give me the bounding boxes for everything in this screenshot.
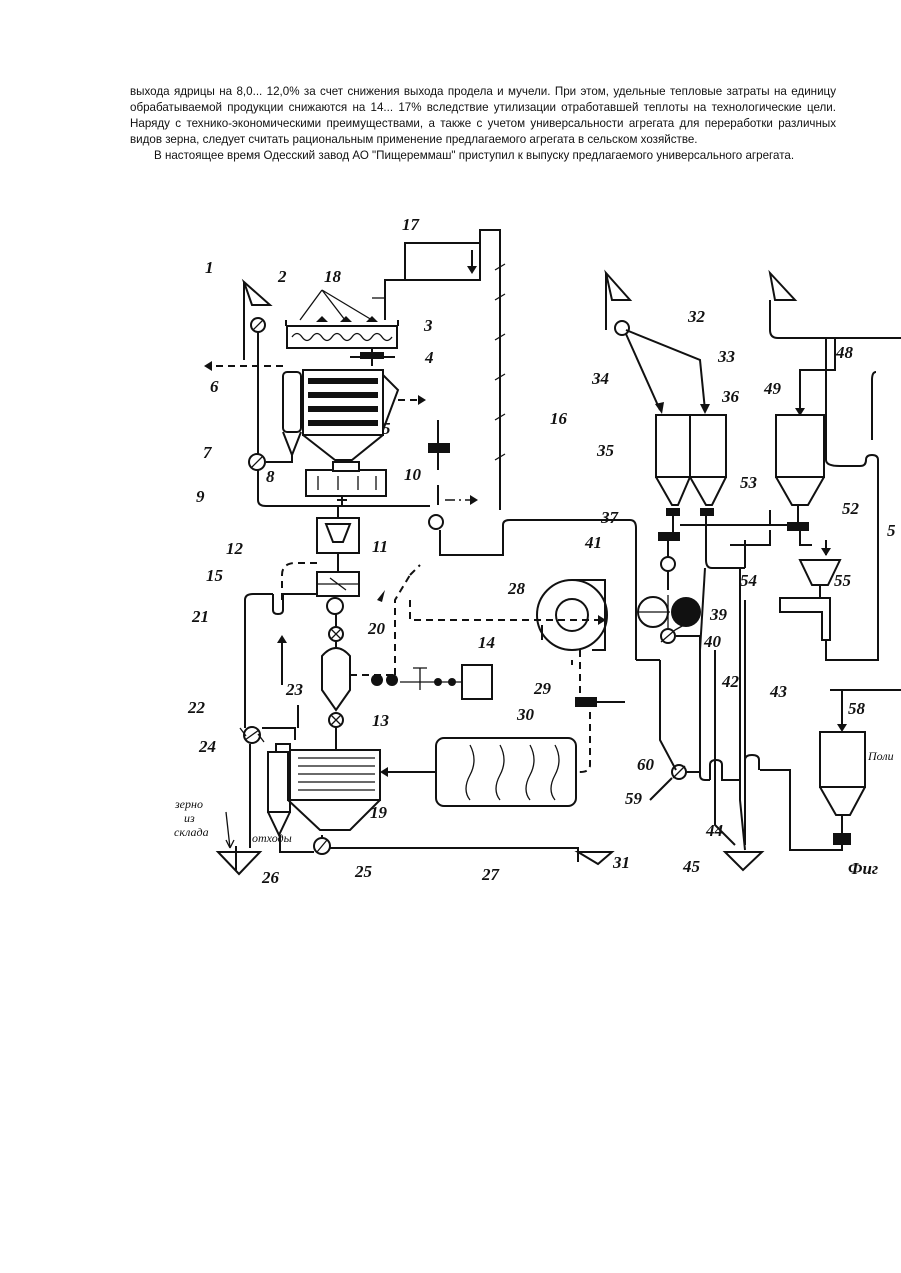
label-17: 17 <box>402 215 421 234</box>
label-53: 53 <box>740 473 758 492</box>
paragraph-2: В настоящее время Одесский завод АО "Пищ… <box>130 148 836 164</box>
label-21: 21 <box>191 607 209 626</box>
label-39: 39 <box>709 605 728 624</box>
label-22: 22 <box>187 698 206 717</box>
label-30: 30 <box>516 705 535 724</box>
receiving-hopper-32 <box>606 273 630 300</box>
cyclone-26 <box>268 752 290 812</box>
label-60: 60 <box>637 755 655 774</box>
heater-30 <box>436 738 576 806</box>
label-2: 2 <box>277 267 287 286</box>
paragraph-1: выхода ядрицы на 8,0... 12,0% за счет сн… <box>130 84 836 148</box>
label-31: 31 <box>612 853 630 872</box>
label-58: 58 <box>848 699 866 718</box>
annotation-grain-3: склада <box>174 825 209 839</box>
technological-scheme-figure: 1 2 3 4 5 6 7 8 9 10 11 12 13 14 15 16 1… <box>0 195 901 895</box>
feeder-20 <box>327 598 343 614</box>
label-59: 59 <box>625 789 643 808</box>
label-25: 25 <box>354 862 373 881</box>
label-37: 37 <box>600 508 620 527</box>
body-text: выхода ядрицы на 8,0... 12,0% за счет сн… <box>130 84 836 164</box>
label-6: 6 <box>210 377 219 396</box>
heat-unit-17 <box>405 243 480 280</box>
label-24: 24 <box>198 737 216 756</box>
valve-52 <box>787 522 809 531</box>
label-54: 54 <box>740 571 757 590</box>
label-5: 5 <box>382 419 391 438</box>
label-48: 48 <box>835 343 854 362</box>
receiving-hopper-bottom <box>218 852 260 874</box>
annotation-fig: Фиг <box>848 859 878 878</box>
label-57: 5 <box>887 521 896 540</box>
label-3: 3 <box>423 316 433 335</box>
label-23: 23 <box>285 680 304 699</box>
label-34: 34 <box>591 369 609 388</box>
annotation-grain-2: из <box>184 811 195 825</box>
label-26: 26 <box>261 868 280 887</box>
label-19: 19 <box>370 803 388 822</box>
label-10: 10 <box>404 465 422 484</box>
label-52: 52 <box>842 499 860 518</box>
label-44: 44 <box>705 821 723 840</box>
compressor-14 <box>462 665 492 699</box>
label-11: 11 <box>372 537 388 556</box>
label-42: 42 <box>721 672 740 691</box>
label-43: 43 <box>769 682 788 701</box>
label-20: 20 <box>367 619 386 638</box>
label-55: 55 <box>834 571 852 590</box>
label-40: 40 <box>703 632 722 651</box>
annotation-pol: Поли <box>867 749 894 763</box>
bin-49 <box>776 415 824 477</box>
cyclone-6 <box>283 372 301 432</box>
feeder-32 <box>615 321 629 335</box>
cyclone-13 <box>322 648 350 710</box>
fan-28 <box>537 580 607 650</box>
label-36: 36 <box>721 387 740 406</box>
annotation-waste: отходы <box>252 831 292 845</box>
label-15: 15 <box>206 566 224 585</box>
label-28: 28 <box>507 579 526 598</box>
label-4: 4 <box>424 348 434 367</box>
label-29: 29 <box>533 679 552 698</box>
label-12: 12 <box>226 539 244 558</box>
label-45: 45 <box>682 857 701 876</box>
label-8: 8 <box>266 467 275 486</box>
label-27: 27 <box>481 865 501 884</box>
nozzles-18 <box>300 290 372 320</box>
annotation-grain-1: зерно <box>174 797 203 811</box>
label-33: 33 <box>717 347 736 366</box>
label-41: 41 <box>584 533 602 552</box>
label-16: 16 <box>550 409 568 428</box>
bin-58 <box>820 732 865 787</box>
label-18: 18 <box>324 267 342 286</box>
label-7: 7 <box>203 443 213 462</box>
label-13: 13 <box>372 711 390 730</box>
receiving-hopper-1 <box>244 282 270 305</box>
label-49: 49 <box>763 379 782 398</box>
label-9: 9 <box>196 487 205 506</box>
label-1: 1 <box>205 258 214 277</box>
label-14: 14 <box>478 633 495 652</box>
roller-mill-39 <box>671 597 701 627</box>
label-32: 32 <box>687 307 706 326</box>
label-35: 35 <box>596 441 615 460</box>
